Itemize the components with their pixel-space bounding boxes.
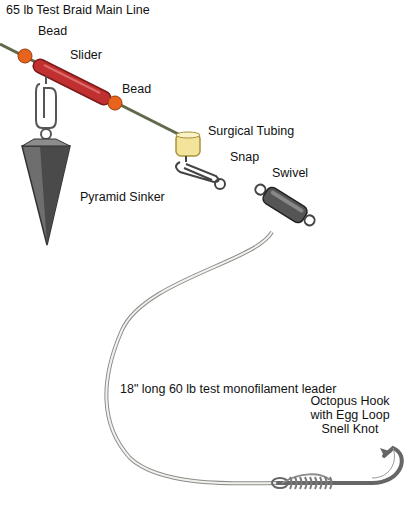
bead bbox=[18, 49, 32, 63]
bead-label: Bead bbox=[38, 24, 67, 38]
hook-eye bbox=[272, 478, 288, 488]
bead-label: Bead bbox=[122, 82, 151, 96]
sinker-snap bbox=[36, 76, 56, 128]
snap-label: Snap bbox=[230, 150, 259, 164]
bead bbox=[108, 96, 122, 110]
snell-wrap bbox=[310, 477, 312, 489]
snell-wrap bbox=[330, 477, 332, 489]
hook-barb bbox=[380, 448, 392, 456]
hook-label: Octopus Hook with Egg Loop Snell Knot bbox=[300, 394, 400, 436]
tubing-label: Surgical Tubing bbox=[208, 124, 294, 138]
tubing-end bbox=[176, 132, 200, 138]
leader-line-core bbox=[106, 232, 282, 483]
snell-wrap bbox=[315, 477, 317, 489]
snell-wraps bbox=[290, 477, 332, 489]
snell-wrap bbox=[290, 477, 292, 489]
snap-eye bbox=[215, 179, 225, 189]
slider-outline bbox=[40, 66, 104, 98]
snap bbox=[176, 156, 219, 182]
sinker-label: Pyramid Sinker bbox=[80, 190, 165, 204]
sinker-top bbox=[22, 139, 70, 146]
swivel bbox=[251, 179, 318, 230]
leader-line bbox=[106, 232, 282, 483]
main-line bbox=[0, 44, 190, 140]
snell-wrap bbox=[300, 477, 302, 489]
snell-wrap bbox=[305, 477, 307, 489]
pyramid-sinker bbox=[22, 146, 70, 245]
snell-wrap bbox=[295, 477, 297, 489]
main-line-label: 65 lb Test Braid Main Line bbox=[6, 3, 150, 17]
snell-wrap bbox=[320, 477, 322, 489]
octopus-hook bbox=[278, 448, 402, 483]
sinker-shade bbox=[40, 146, 70, 245]
swivel-label: Swivel bbox=[272, 166, 308, 180]
sinker-ring bbox=[41, 129, 51, 139]
leader-label: 18" long 60 lb test monofilament leader bbox=[118, 382, 338, 396]
slider bbox=[40, 66, 104, 98]
slider-label: Slider bbox=[70, 48, 102, 62]
hook-highlight bbox=[372, 448, 394, 478]
snell-wrap bbox=[325, 477, 327, 489]
